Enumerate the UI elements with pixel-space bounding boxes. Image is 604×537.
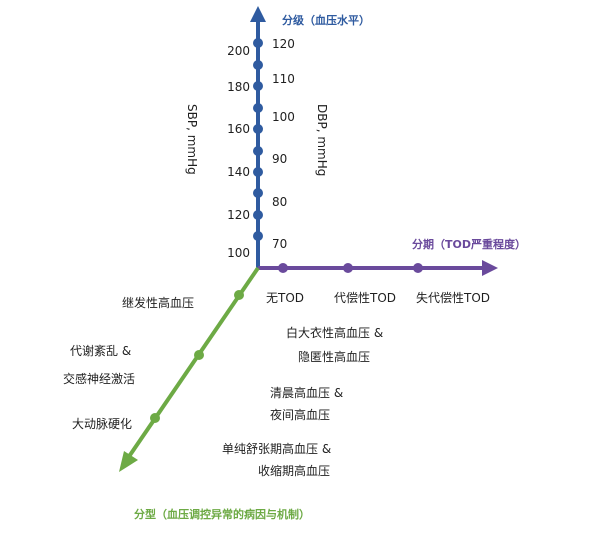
- vertical-axis-dot: [253, 167, 263, 177]
- dbp-tick-label: 80: [272, 195, 288, 209]
- sbp-tick-label: 140: [227, 165, 250, 179]
- dbp-tick-label: 90: [272, 152, 288, 166]
- diagonal-axis-line: [126, 266, 260, 460]
- vertical-axis-dot: [253, 60, 263, 70]
- sbp-tick-label: 180: [227, 80, 250, 94]
- stage-label: 代偿性TOD: [334, 291, 397, 305]
- stage-label: 无TOD: [266, 291, 305, 305]
- sbp-tick-label: 160: [227, 122, 250, 136]
- type-label: 单纯舒张期高血压 &: [222, 442, 332, 456]
- horizontal-axis-dot: [413, 263, 423, 273]
- vertical-axis-dot: [253, 210, 263, 220]
- vertical-axis-dot: [253, 231, 263, 241]
- vertical-axis-dot: [253, 146, 263, 156]
- diagonal-axis-dot: [234, 290, 244, 300]
- stage-label: 失代偿性TOD: [416, 291, 491, 305]
- sbp-tick-label: 120: [227, 208, 250, 222]
- horizontal-axis-title: 分期（TOD严重程度）: [412, 238, 526, 251]
- horizontal-axis-arrowhead: [482, 260, 498, 276]
- dbp-tick-label: 120: [272, 37, 295, 51]
- vertical-axis-dot: [253, 188, 263, 198]
- type-label: 白大衣性高血压 &: [286, 326, 384, 340]
- dbp-tick-label: 110: [272, 72, 295, 86]
- type-label: 大动脉硬化: [72, 417, 133, 431]
- sbp-tick-label: 100: [227, 246, 250, 260]
- vertical-axis-dot: [253, 124, 263, 134]
- dbp-tick-label: 100: [272, 110, 295, 124]
- vertical-axis-dot: [253, 38, 263, 48]
- horizontal-axis-dot: [278, 263, 288, 273]
- type-label: 收缩期高血压: [258, 464, 331, 478]
- dbp-axis-label: DBP, mmHg: [315, 104, 329, 177]
- dbp-tick-label: 70: [272, 237, 288, 251]
- vertical-axis-dot: [253, 103, 263, 113]
- type-label: 夜间高血压: [270, 408, 331, 422]
- sbp-axis-label: SBP, mmHg: [185, 104, 199, 175]
- type-label: 交感神经激活: [63, 372, 136, 386]
- diagonal-axis-dot: [150, 413, 160, 423]
- vertical-axis-title: 分级（血压水平）: [282, 14, 370, 27]
- type-label: 清晨高血压 &: [270, 386, 344, 400]
- type-label: 代谢紊乱 &: [70, 344, 132, 358]
- sbp-tick-label: 200: [227, 44, 250, 58]
- diagonal-axis-title: 分型（血压调控异常的病因与机制）: [134, 508, 310, 521]
- vertical-axis-dot: [253, 81, 263, 91]
- type-label: 继发性高血压: [122, 296, 195, 310]
- diagonal-axis-dot: [194, 350, 204, 360]
- vertical-axis-arrowhead: [250, 6, 266, 22]
- diagonal-axis-arrowhead: [119, 451, 138, 472]
- horizontal-axis-dot: [343, 263, 353, 273]
- type-label: 隐匿性高血压: [298, 350, 371, 364]
